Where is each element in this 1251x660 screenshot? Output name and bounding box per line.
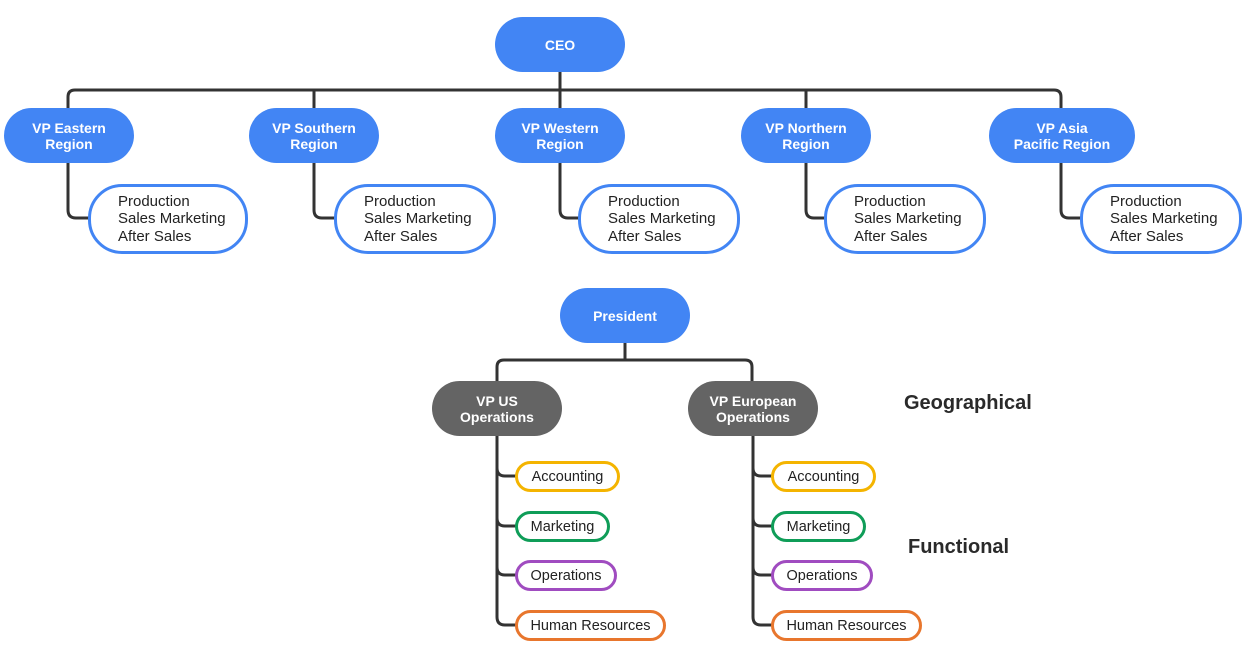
- division-node-us: VP US Operations: [432, 381, 562, 436]
- region-node-western: VP Western Region: [495, 108, 625, 163]
- function-pill-marketing: Marketing: [515, 511, 610, 542]
- region-departments-northern: Production Sales Marketing After Sales: [824, 184, 986, 254]
- geographical-label: Geographical: [904, 392, 1032, 414]
- region-title: VP Western Region: [521, 119, 599, 152]
- function-label: Marketing: [786, 518, 851, 535]
- region-departments-southern: Production Sales Marketing After Sales: [334, 184, 496, 254]
- department-item: Production: [118, 192, 190, 210]
- region-title: VP Northern Region: [765, 119, 847, 152]
- function-pill-marketing: Marketing: [771, 511, 866, 542]
- function-pill-accounting: Accounting: [515, 461, 620, 492]
- function-label: Operations: [530, 567, 602, 584]
- department-item: After Sales: [118, 227, 192, 245]
- region-node-northern: VP Northern Region: [741, 108, 871, 163]
- department-item: Production: [364, 192, 436, 210]
- division-node-european: VP European Operations: [688, 381, 818, 436]
- department-item: Sales Marketing: [364, 210, 472, 228]
- department-item: After Sales: [854, 227, 928, 245]
- function-label: Operations: [786, 567, 858, 584]
- department-item: After Sales: [364, 227, 438, 245]
- function-label: Accounting: [787, 468, 860, 485]
- function-label: Human Resources: [530, 617, 651, 634]
- region-node-eastern: VP Eastern Region: [4, 108, 134, 163]
- department-item: After Sales: [608, 227, 682, 245]
- function-pill-operations: Operations: [771, 560, 873, 591]
- president-label: President: [593, 307, 657, 324]
- functional-label: Functional: [908, 536, 1010, 558]
- region-title: VP Southern Region: [272, 119, 356, 152]
- department-item: After Sales: [1110, 227, 1184, 245]
- region-node-southern: VP Southern Region: [249, 108, 379, 163]
- department-item: Sales Marketing: [118, 210, 226, 228]
- division-title: VP European Operations: [709, 392, 797, 425]
- region-node-asia-pacific: VP Asia Pacific Region: [989, 108, 1135, 163]
- function-pill-accounting: Accounting: [771, 461, 876, 492]
- division-title: VP US Operations: [460, 392, 534, 425]
- region-title: VP Eastern Region: [32, 119, 106, 152]
- department-item: Production: [608, 192, 680, 210]
- function-label: Accounting: [531, 468, 604, 485]
- region-title: VP Asia Pacific Region: [1013, 119, 1111, 152]
- region-departments-western: Production Sales Marketing After Sales: [578, 184, 740, 254]
- department-item: Sales Marketing: [608, 210, 716, 228]
- department-item: Production: [1110, 192, 1182, 210]
- region-departments-eastern: Production Sales Marketing After Sales: [88, 184, 248, 254]
- president-node: President: [560, 288, 690, 343]
- ceo-node: CEO: [495, 17, 625, 72]
- department-item: Sales Marketing: [1110, 210, 1218, 228]
- department-item: Sales Marketing: [854, 210, 962, 228]
- function-pill-operations: Operations: [515, 560, 617, 591]
- region-departments-asia-pacific: Production Sales Marketing After Sales: [1080, 184, 1242, 254]
- function-pill-human-resources: Human Resources: [515, 610, 666, 641]
- function-label: Human Resources: [786, 617, 907, 634]
- department-item: Production: [854, 192, 926, 210]
- ceo-label: CEO: [544, 36, 576, 53]
- function-pill-human-resources: Human Resources: [771, 610, 922, 641]
- function-label: Marketing: [530, 518, 595, 535]
